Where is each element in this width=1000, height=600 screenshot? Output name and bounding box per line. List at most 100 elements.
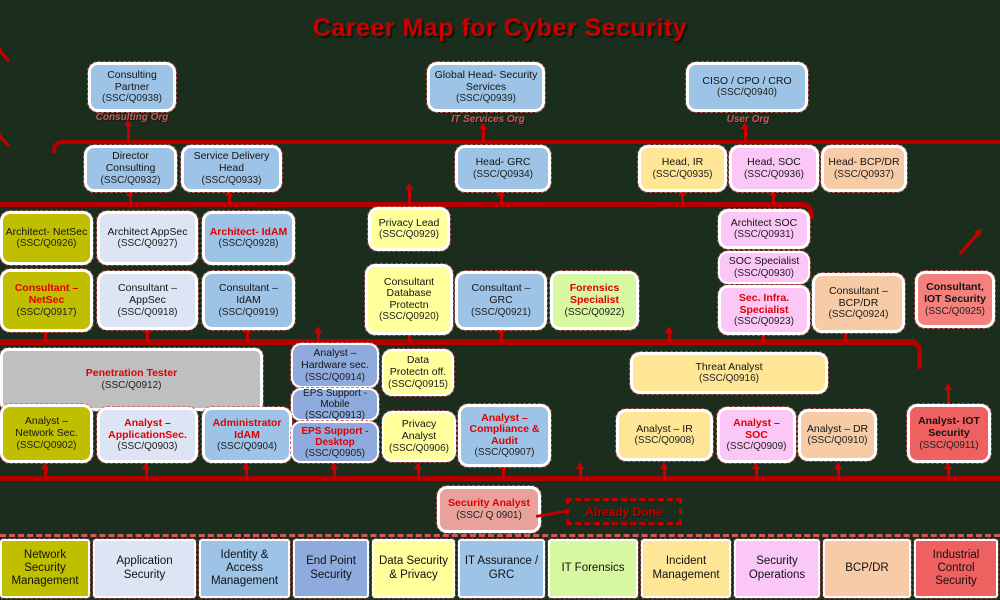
node-title: SOC Specialist xyxy=(728,255,800,268)
node-code: (SSC/Q0908) xyxy=(634,435,695,447)
node-privacy-lead: Privacy Lead (SSC/Q0929) xyxy=(367,206,451,252)
node-architect-soc: Architect SOC (SSC/Q0931) xyxy=(717,208,811,250)
node-analyst-applicationsec: Analyst – ApplicationSec. (SSC/Q0903) xyxy=(96,406,199,464)
node-code: (SSC/Q0919) xyxy=(218,306,279,318)
node-code: (SSC/Q0933) xyxy=(201,174,262,186)
node-head-soc: Head, SOC (SSC/Q0936) xyxy=(728,144,820,193)
node-eps-support-mobile: EPS Support - Mobile (SSC/Q0913) xyxy=(290,387,380,422)
up-arrow xyxy=(741,122,750,141)
node-title: Privacy Analyst xyxy=(401,418,437,442)
node-code: (SSC/Q0921) xyxy=(470,306,532,318)
node-ciso-cpo-cro: CISO / CPO / CRO (SSC/Q0940) xyxy=(685,61,809,113)
node-code: (SSC/Q0903) xyxy=(117,441,178,453)
category-application-security: Application Security xyxy=(92,538,197,599)
node-code: (SSC/Q0940) xyxy=(716,87,778,99)
node-code: (SSC/Q0907) xyxy=(474,447,535,459)
node-consultant-database-protectn: Consultant Database Protectn (SSC/Q0920) xyxy=(364,263,454,336)
node-title: Analyst- IOT Security xyxy=(918,415,980,439)
node-title: Architect- IdAM xyxy=(209,225,288,238)
node-title: Analyst – DR xyxy=(806,422,869,435)
node-director-consulting: Director Consulting (SSC/Q0932) xyxy=(83,144,178,193)
node-title: Service Delivery Head xyxy=(193,150,270,174)
node-security-analyst: Security Analyst (SSC/ Q 0901) xyxy=(436,485,542,534)
node-code: (SSC/ Q 0901) xyxy=(456,509,522,521)
node-code: (SSC/Q0935) xyxy=(652,168,713,180)
node-title: Architect- NetSec xyxy=(5,225,88,238)
node-title: Analyst – Network Sec. xyxy=(15,415,78,439)
org-label-it-services: IT Services Org xyxy=(451,114,525,125)
node-code: (SSC/Q0937) xyxy=(833,168,895,180)
node-analyst-network-sec: Analyst – Network Sec. (SSC/Q0902) xyxy=(0,403,94,464)
dashed-separator xyxy=(0,534,1000,537)
node-architect-netsec: Architect- NetSec (SSC/Q0926) xyxy=(0,210,94,266)
node-title: Forensics Specialist xyxy=(569,282,620,306)
node-analyst-ir: Analyst – IR (SSC/Q0908) xyxy=(615,408,714,462)
already-done-label: Already Done xyxy=(566,498,682,525)
node-code: (SSC/Q0934) xyxy=(472,168,534,180)
node-code: (SSC/Q0929) xyxy=(378,229,440,241)
node-head-grc: Head- GRC (SSC/Q0934) xyxy=(454,144,552,193)
node-code: (SSC/Q0938) xyxy=(101,93,163,105)
node-title: Head, SOC xyxy=(747,156,801,169)
node-code: (SSC/Q0939) xyxy=(455,93,517,105)
node-administrator-idam: Administrator IdAM (SSC/Q0904) xyxy=(201,406,293,464)
node-code: (SSC/Q0932) xyxy=(100,174,161,186)
diagonal-arrow xyxy=(0,44,13,65)
node-title: Consultant – GRC xyxy=(471,282,531,306)
node-code: (SSC/Q0911) xyxy=(919,439,979,451)
node-consultant-iot-security: Consultant, IOT Security (SSC/Q0925) xyxy=(914,270,996,329)
node-title: EPS Support - Mobile xyxy=(303,388,367,410)
node-code: (SSC/Q0916) xyxy=(698,373,760,385)
category-end-point-security: End Point Security xyxy=(292,538,370,599)
node-code: (SSC/Q0926) xyxy=(16,238,77,250)
node-code: (SSC/Q0931) xyxy=(733,229,795,241)
node-title: Consulting Partner xyxy=(107,68,157,93)
node-title: Penetration Tester xyxy=(85,367,178,380)
node-title: Analyst – ApplicationSec. xyxy=(108,416,187,441)
node-code: (SSC/Q0923) xyxy=(733,316,795,328)
node-consultant-idam: Consultant – IdAM (SSC/Q0919) xyxy=(201,270,296,331)
category-industrial-control-security: Industrial Control Security xyxy=(913,538,999,599)
category-it-assurance-grc: IT Assurance / GRC xyxy=(457,538,546,599)
category-data-security-privacy: Data Security & Privacy xyxy=(371,538,456,599)
node-title: CISO / CPO / CRO xyxy=(702,74,792,87)
node-title: Architect AppSec xyxy=(107,225,188,238)
diagonal-arrow xyxy=(956,227,984,257)
up-arrow xyxy=(405,183,414,204)
node-consultant-appsec: Consultant – AppSec (SSC/Q0918) xyxy=(96,270,199,331)
node-title: Analyst – SOC xyxy=(733,416,780,441)
already-done-connector xyxy=(535,509,571,518)
connector-bar-1 xyxy=(62,140,1000,144)
node-code: (SSC/Q0905) xyxy=(304,447,366,459)
node-title: Head- GRC xyxy=(475,156,531,169)
node-code: (SSC/Q0913) xyxy=(304,410,366,421)
node-title: Administrator IdAM xyxy=(212,416,282,441)
node-analyst-iot-security: Analyst- IOT Security (SSC/Q0911) xyxy=(906,403,992,464)
node-analyst-compliance-audit: Analyst – Compliance & Audit (SSC/Q0907) xyxy=(457,403,552,468)
org-label-consulting: Consulting Org xyxy=(95,112,169,123)
category-security-operations: Security Operations xyxy=(733,538,821,599)
node-code: (SSC/Q0928) xyxy=(218,238,279,250)
node-privacy-analyst: Privacy Analyst (SSC/Q0906) xyxy=(381,410,457,463)
category-incident-management: Incident Management xyxy=(640,538,732,599)
node-title: Data Protectn off. xyxy=(389,354,447,378)
node-title: Analyst – IR xyxy=(636,422,693,435)
connector-bar-4 xyxy=(0,476,1000,481)
node-title: Consultant, IOT Security xyxy=(924,281,986,305)
node-consultant-grc: Consultant – GRC (SSC/Q0921) xyxy=(454,270,548,331)
node-title: Consultant – BCP/DR xyxy=(829,284,888,309)
category-identity-access-management: Identity & Access Management xyxy=(198,538,291,599)
node-code: (SSC/Q0924) xyxy=(828,309,889,321)
node-code: (SSC/Q0915) xyxy=(387,378,449,390)
node-code: (SSC/Q0910) xyxy=(807,435,868,447)
category-it-forensics: IT Forensics xyxy=(547,538,639,599)
node-title: Analyst – Compliance & Audit xyxy=(469,411,540,447)
node-title: Threat Analyst xyxy=(695,360,763,373)
diagonal-arrow xyxy=(0,129,13,150)
node-forensics-specialist: Forensics Specialist (SSC/Q0922) xyxy=(549,270,640,331)
node-title: Consultant – AppSec xyxy=(118,282,177,306)
node-data-protectn-officer: Data Protectn off. (SSC/Q0915) xyxy=(381,348,455,397)
node-title: Consultant Database Protectn xyxy=(383,275,435,311)
node-title: Privacy Lead xyxy=(378,216,440,229)
node-consultant-netsec: Consultant – NetSec (SSC/Q0917) xyxy=(0,268,94,333)
